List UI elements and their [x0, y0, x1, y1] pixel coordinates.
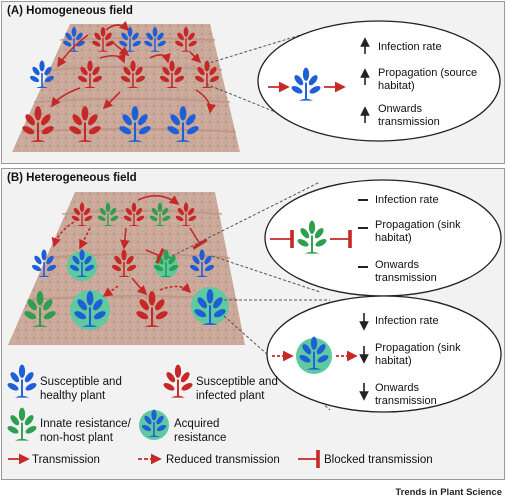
field-a-arrows: [51, 20, 217, 114]
legend-acquired-label: Acquired resistance: [174, 418, 227, 444]
legend-icons: [5, 363, 320, 468]
b-acquired-onwards-transmission: Onwards transmission: [375, 382, 437, 407]
b-innate-infection-rate: Infection rate: [375, 194, 439, 206]
panel-b-acquired-callout: [223, 295, 502, 413]
legend-reduced-label: Reduced transmission: [166, 454, 280, 466]
a-infection-rate: Infection rate: [378, 41, 442, 53]
legend-infected-icon: [161, 363, 195, 399]
legend-healthy-icon: [5, 363, 39, 399]
b-acquired-propagation: Propagation (sink habitat): [375, 342, 461, 367]
panel-a-title: (A) Homogeneous field: [7, 5, 133, 17]
b-acquired-infection-rate: Infection rate: [375, 315, 439, 327]
panel-a-callout: [205, 20, 501, 142]
field-b-arrows: [51, 195, 208, 297]
panel-b-title: (B) Heterogeneous field: [7, 172, 137, 184]
legend-infected-label: Susceptible and infected plant: [196, 376, 278, 402]
footer-journal: Trends in Plant Science: [395, 487, 502, 498]
legend-blocked-label: Blocked transmission: [324, 454, 433, 466]
legend-innate-label: Innate resistance/ non-host plant: [40, 418, 131, 444]
panel-b-innate-callout: [167, 179, 502, 297]
a-propagation: Propagation (source habitat): [378, 67, 478, 92]
legend-transmission-label: Transmission: [32, 454, 100, 466]
a-onwards-transmission: Onwards transmission: [378, 103, 440, 128]
legend-innate-icon: [5, 406, 39, 442]
b-innate-propagation: Propagation (sink habitat): [375, 219, 461, 244]
legend-healthy-label: Susceptible and healthy plant: [40, 376, 122, 402]
b-innate-onwards-transmission: Onwards transmission: [375, 259, 437, 284]
